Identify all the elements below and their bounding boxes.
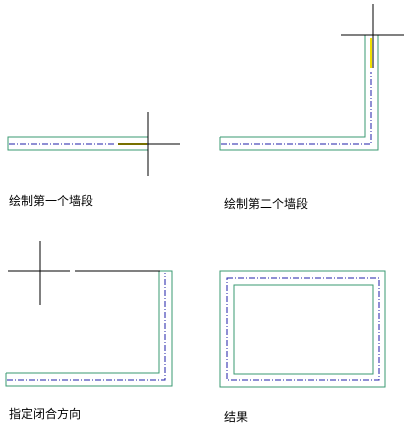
wall-outline — [5, 270, 173, 387]
wall-axis-line — [7, 273, 166, 381]
wall-outline — [219, 35, 379, 151]
crosshair-icon — [341, 4, 404, 68]
panel-caption: 绘制第一个墙段 — [9, 194, 94, 208]
wall-outline — [220, 35, 366, 138]
panel-caption: 指定闭合方向 — [9, 407, 82, 421]
wall-axis-line — [226, 277, 380, 381]
wall-axis-line — [221, 72, 372, 145]
wall-outer-outline — [219, 270, 386, 388]
crosshair-icon — [118, 112, 180, 176]
panel-caption: 结果 — [224, 410, 249, 424]
panel-caption: 绘制第二个墙段 — [224, 197, 309, 211]
panel-draw-second-wall — [219, 4, 404, 151]
panel-result — [219, 270, 386, 388]
panel-draw-first-wall — [7, 112, 180, 176]
wall-inner-outline — [233, 284, 374, 375]
panel-specify-closing-direction — [5, 241, 173, 387]
wall-outline — [6, 271, 160, 374]
crosshair-icon — [8, 241, 70, 305]
